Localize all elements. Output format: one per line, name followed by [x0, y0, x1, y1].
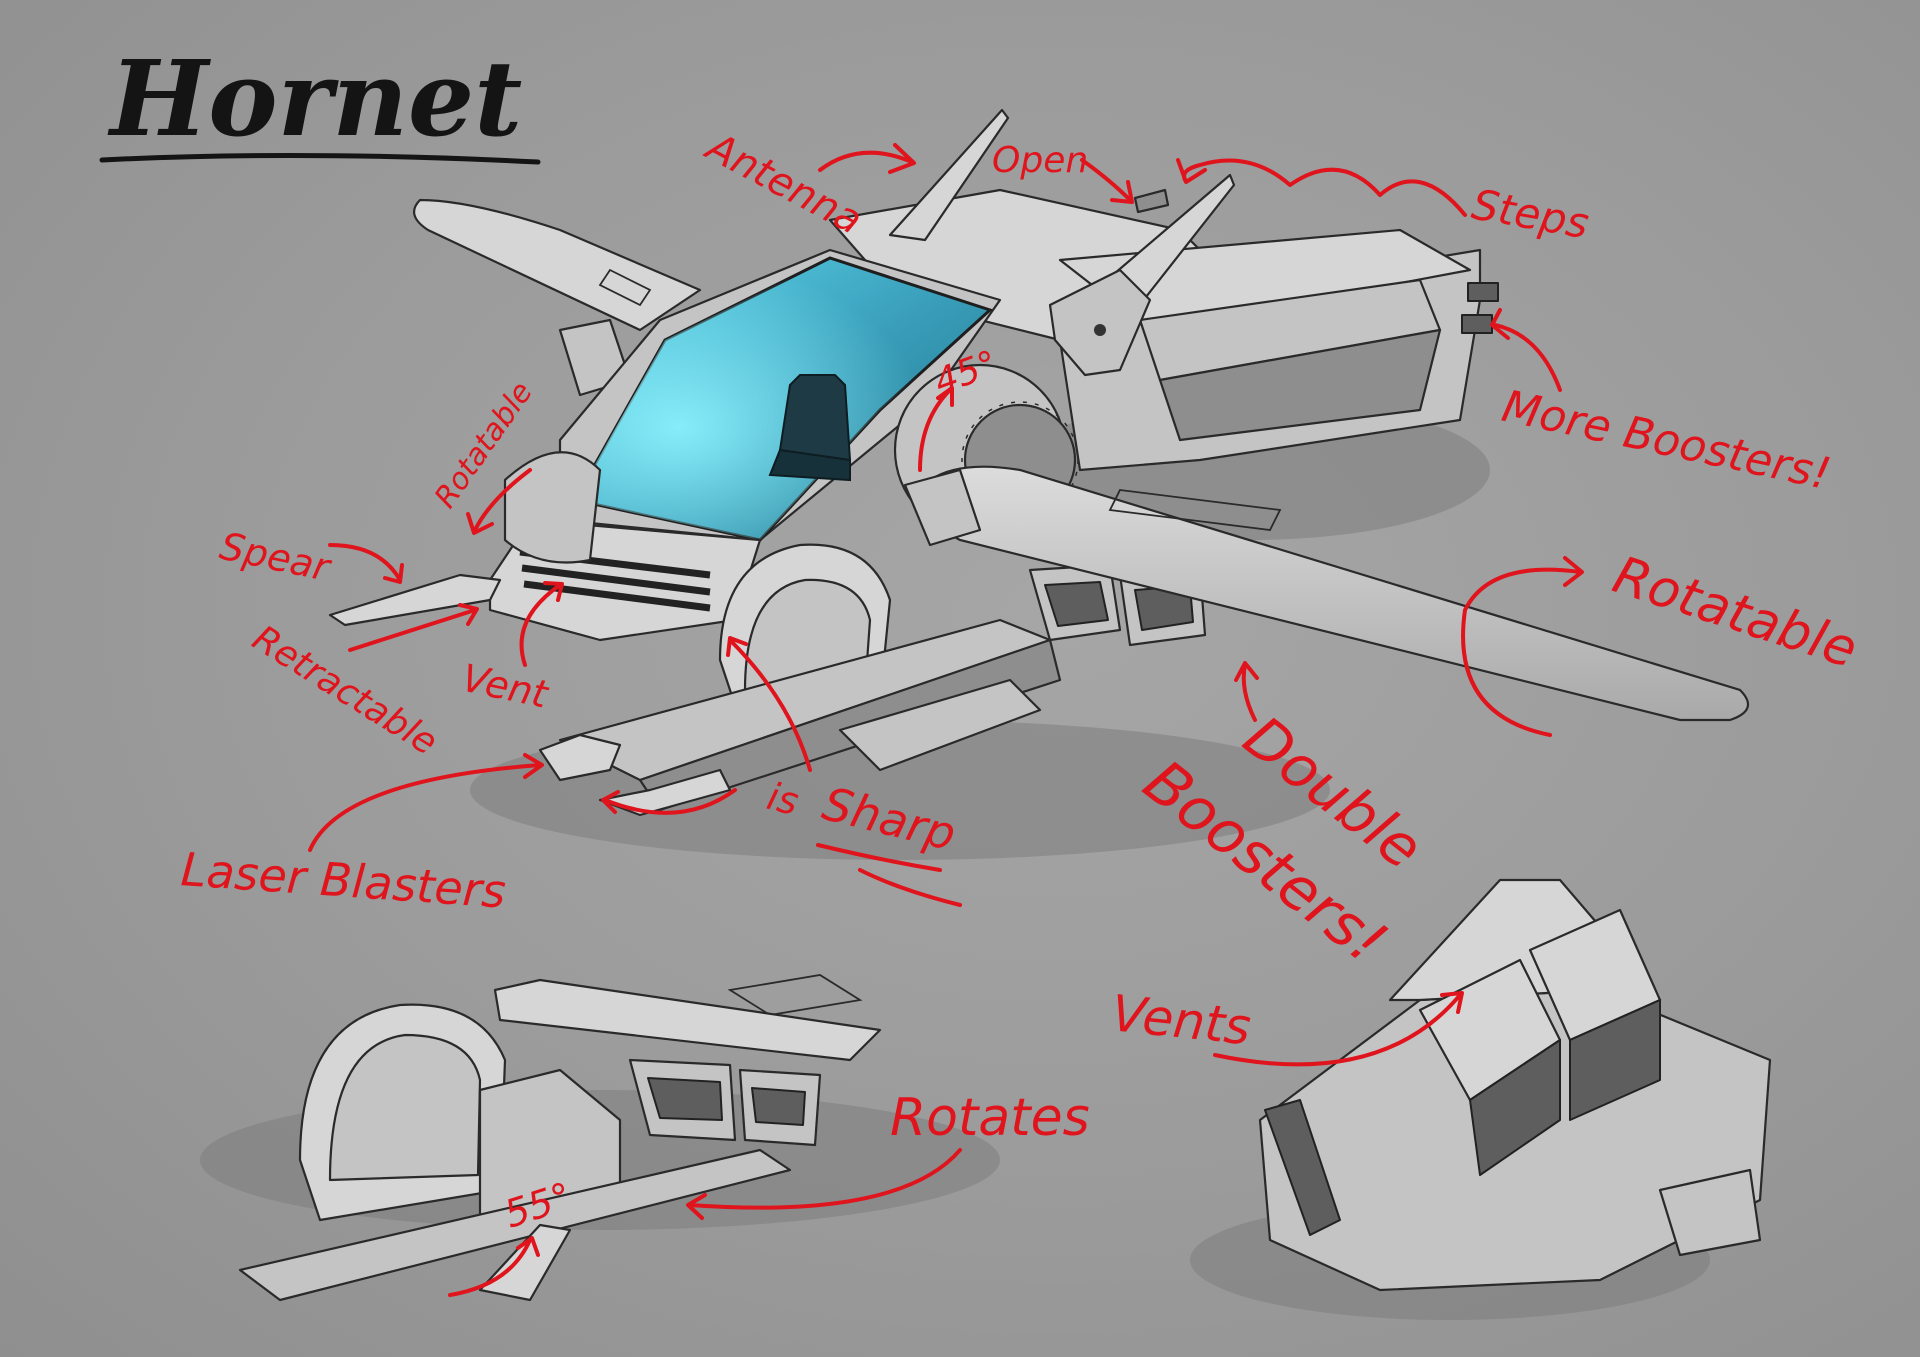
detail-tread: [1264, 1099, 1341, 1236]
arrow-angle-55: [448, 1236, 540, 1297]
right-wing-root: [903, 468, 982, 547]
side-arch-inner: [743, 578, 872, 692]
arrow-rotatable-right: [1461, 556, 1584, 737]
detail-rail: [238, 1148, 792, 1302]
label-more-boosters: More Boosters!: [1498, 381, 1835, 500]
detail-vent-slot-2: [1569, 999, 1661, 1121]
detail-vents-view: [1190, 878, 1772, 1320]
detail-rotates-view: [200, 974, 1000, 1302]
label-retractable: Retractable: [245, 618, 444, 764]
antenna-bolt: [1094, 324, 1106, 336]
arrow-rotates: [686, 1148, 962, 1220]
antenna-left: [888, 108, 1010, 242]
rotatable-ring-left: [503, 451, 602, 564]
rear-exhaust-1: [1467, 282, 1499, 302]
arrow-open: [1080, 158, 1134, 204]
rear-booster-lower: [1158, 328, 1442, 442]
label-vent: Vent: [458, 656, 553, 717]
arrow-steps: [1176, 158, 1467, 217]
title-underline: [99, 152, 541, 165]
arrow-antenna: [818, 143, 916, 174]
label-open: Open: [992, 140, 1088, 181]
label-rotates: Rotates: [890, 1088, 1090, 1148]
arrow-double-boosters: [1234, 661, 1259, 722]
arrow-spear: [328, 543, 404, 584]
arrow-vents: [1213, 991, 1464, 1067]
spear: [328, 573, 502, 627]
label-antenna: Antenna: [697, 123, 870, 244]
arrow-vent: [519, 581, 564, 667]
arrow-laser-blasters: [308, 753, 544, 852]
antenna-right-base: [1048, 268, 1152, 377]
arrow-sharp-up: [726, 636, 812, 772]
underline-sharp: [816, 843, 962, 907]
detail-vents-pod: [1658, 1168, 1762, 1257]
arrow-more-boosters: [1490, 308, 1562, 392]
laser-blaster-upper: [538, 733, 622, 782]
label-vents: Vents: [1109, 984, 1254, 1056]
ventral-pod: [838, 678, 1042, 772]
arrow-retractable: [348, 603, 479, 652]
label-steps: Steps: [1468, 180, 1592, 249]
laser-blaster-lower: [598, 768, 732, 817]
arrow-angle-45: [918, 386, 954, 472]
detail-booster-arm: [493, 978, 882, 1062]
ship-main-view: [328, 108, 1750, 860]
rear-exhaust-2: [1461, 314, 1493, 334]
arrow-sharp-left: [601, 788, 737, 815]
page-title: Hornet: [107, 37, 522, 160]
detail-vent-slot-1: [1469, 1039, 1561, 1176]
label-spear: Spear: [216, 524, 336, 591]
label-laser-blasters: Laser Blasters: [179, 842, 507, 919]
roof-step: [1133, 188, 1170, 214]
arrow-rotatable-left: [466, 468, 532, 535]
left-wing: [413, 198, 702, 332]
